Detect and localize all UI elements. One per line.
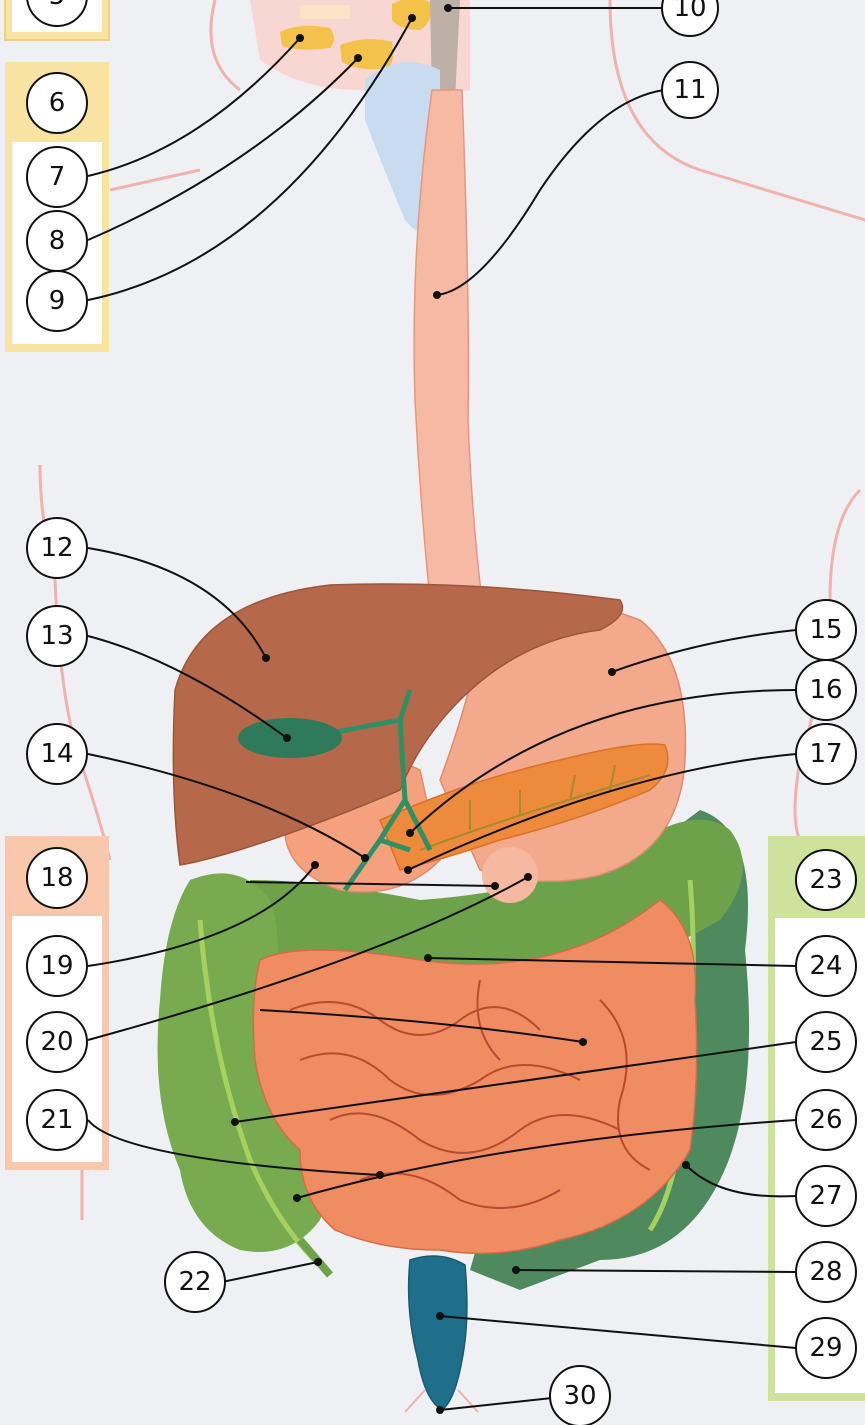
callout-22: 22 (165, 1252, 225, 1312)
callout-11: 11 (662, 62, 718, 118)
callout-13: 13 (27, 606, 87, 666)
svg-text:8: 8 (49, 226, 66, 256)
callout-19: 19 (27, 936, 87, 996)
svg-text:12: 12 (40, 533, 73, 563)
callout-26: 26 (796, 1090, 856, 1150)
svg-text:11: 11 (673, 75, 706, 105)
svg-text:27: 27 (809, 1181, 842, 1211)
callout-18: 18 (27, 848, 87, 908)
callout-30: 30 (550, 1366, 610, 1425)
svg-text:29: 29 (809, 1333, 842, 1363)
callout-6: 6 (27, 73, 87, 133)
callout-24: 24 (796, 936, 856, 996)
svg-text:25: 25 (809, 1027, 842, 1057)
svg-text:15: 15 (809, 615, 842, 645)
svg-text:22: 22 (178, 1267, 211, 1297)
svg-text:24: 24 (809, 951, 842, 981)
callout-29: 29 (796, 1318, 856, 1378)
callout-8: 8 (27, 211, 87, 271)
callout-20: 20 (27, 1012, 87, 1072)
svg-text:9: 9 (49, 286, 66, 316)
svg-text:6: 6 (49, 88, 66, 118)
svg-text:30: 30 (563, 1381, 596, 1411)
svg-text:23: 23 (809, 865, 842, 895)
svg-text:16: 16 (809, 675, 842, 705)
svg-text:10: 10 (673, 0, 706, 23)
callout-9: 9 (27, 271, 87, 331)
svg-text:14: 14 (40, 739, 73, 769)
svg-text:21: 21 (40, 1105, 73, 1135)
svg-text:7: 7 (49, 162, 66, 192)
svg-text:19: 19 (40, 951, 73, 981)
salivary-gland-sublingual (280, 26, 334, 50)
teeth (300, 5, 350, 19)
svg-text:26: 26 (809, 1105, 842, 1135)
callout-12: 12 (27, 518, 87, 578)
svg-text:17: 17 (809, 739, 842, 769)
callout-28: 28 (796, 1242, 856, 1302)
callout-23: 23 (796, 850, 856, 910)
svg-text:18: 18 (40, 863, 73, 893)
callout-27: 27 (796, 1166, 856, 1226)
callout-21: 21 (27, 1090, 87, 1150)
svg-text:5: 5 (49, 0, 66, 11)
callout-7: 7 (27, 147, 87, 207)
svg-text:13: 13 (40, 621, 73, 651)
callout-17: 17 (796, 724, 856, 784)
callout-16: 16 (796, 660, 856, 720)
svg-text:20: 20 (40, 1027, 73, 1057)
callout-25: 25 (796, 1012, 856, 1072)
svg-text:28: 28 (809, 1257, 842, 1287)
callout-15: 15 (796, 600, 856, 660)
callout-14: 14 (27, 724, 87, 784)
